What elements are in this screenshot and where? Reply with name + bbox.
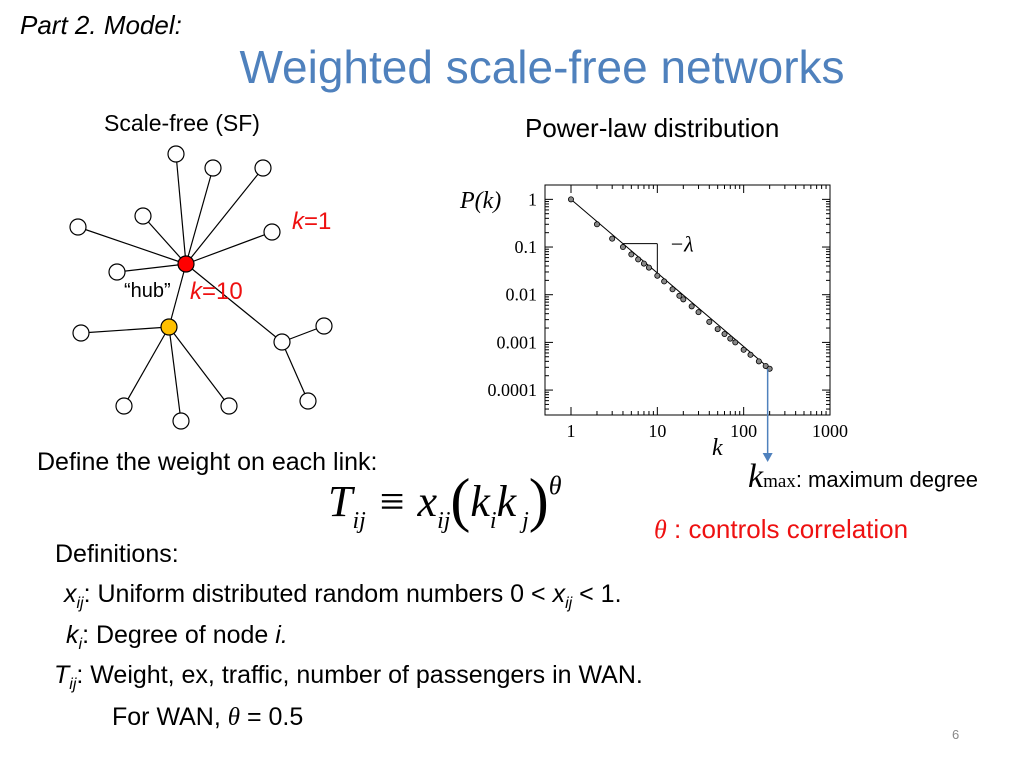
y-axis-label: P(k) [459, 188, 501, 214]
x-tick-label: 1000 [812, 421, 848, 441]
data-point [635, 256, 642, 263]
data-point [714, 326, 721, 333]
y-tick-label: 0.0001 [488, 380, 538, 400]
secondary-hub-node [160, 318, 178, 336]
data-point [567, 196, 574, 203]
node [115, 397, 133, 415]
node [315, 317, 333, 335]
node [108, 263, 126, 281]
y-tick-label: 0.1 [515, 237, 538, 257]
data-point [628, 251, 635, 258]
definitions-heading: Definitions: [55, 540, 179, 568]
node [167, 145, 185, 163]
data-point [706, 318, 713, 325]
data-point [721, 330, 728, 337]
node [220, 397, 238, 415]
k10-label: k=10 [190, 278, 243, 305]
x-axis-label: k [712, 435, 723, 461]
page-number: 6 [952, 727, 960, 742]
data-point [593, 221, 600, 228]
fit-line [570, 198, 770, 370]
node [254, 159, 272, 177]
k1-label: k=1 [292, 208, 332, 235]
axis-ticks [545, 184, 831, 416]
x-tick-labels: 1 10 100 1000 [566, 421, 848, 441]
weight-formula: Tij ≡ xij(kik j)θ [328, 467, 562, 534]
node [263, 223, 281, 241]
plot-frame [544, 184, 831, 416]
definition-k: ki: Degree of node i. [66, 621, 288, 653]
data-point [747, 351, 754, 358]
data-point [661, 278, 668, 285]
definition-x: xij: Uniform distributed random numbers … [64, 580, 622, 612]
network-nodes [69, 145, 333, 430]
part-label: Part 2. Model: [20, 10, 182, 40]
powerlaw-chart: 1 0.1 0.01 0.001 0.0001 1 10 100 1000 −λ P(k) k [459, 184, 848, 462]
x-tick-label: 10 [648, 421, 666, 441]
data-point [609, 235, 616, 242]
definition-wan: For WAN, θ = 0.5 [112, 703, 304, 731]
powerlaw-caption: Power-law distribution [525, 113, 780, 143]
data-point [727, 335, 734, 342]
data-point [669, 286, 676, 293]
data-point [732, 339, 739, 346]
network-diagram [69, 145, 333, 430]
x-tick-label: 1 [566, 421, 575, 441]
node [204, 159, 222, 177]
y-tick-label: 0.001 [497, 332, 538, 352]
node [273, 333, 291, 351]
hub-node [177, 255, 195, 273]
node [134, 207, 152, 225]
data-point [688, 303, 695, 310]
node [72, 324, 90, 342]
slide-title: Weighted scale-free networks [239, 41, 845, 93]
data-point [695, 309, 702, 316]
network-caption: Scale-free (SF) [104, 110, 260, 136]
data-point [619, 244, 626, 251]
node [69, 218, 87, 236]
node [299, 392, 317, 410]
data-point [755, 358, 762, 365]
data-point [762, 362, 769, 369]
x-tick-label: 100 [730, 421, 757, 441]
y-tick-label: 1 [528, 189, 537, 209]
y-tick-label: 0.01 [506, 285, 538, 305]
theta-label: θ : controls correlation [654, 514, 909, 544]
slope-triangle [622, 243, 658, 273]
kmax-arrow-head [762, 453, 773, 462]
data-points [567, 196, 773, 372]
kmax-label: kmax: maximum degree [748, 458, 978, 495]
slope-label: −λ [669, 232, 693, 257]
data-point [640, 260, 647, 267]
node [172, 412, 190, 430]
data-point [645, 264, 652, 271]
define-weight-text: Define the weight on each link: [37, 448, 378, 476]
data-point [654, 272, 661, 279]
data-point [676, 292, 683, 299]
hub-label: “hub” [124, 280, 171, 302]
data-point [740, 346, 747, 353]
y-tick-labels: 1 0.1 0.01 0.001 0.0001 [488, 189, 538, 400]
data-point [680, 296, 687, 303]
definition-t: Tij: Weight, ex, traffic, number of pass… [54, 661, 643, 693]
